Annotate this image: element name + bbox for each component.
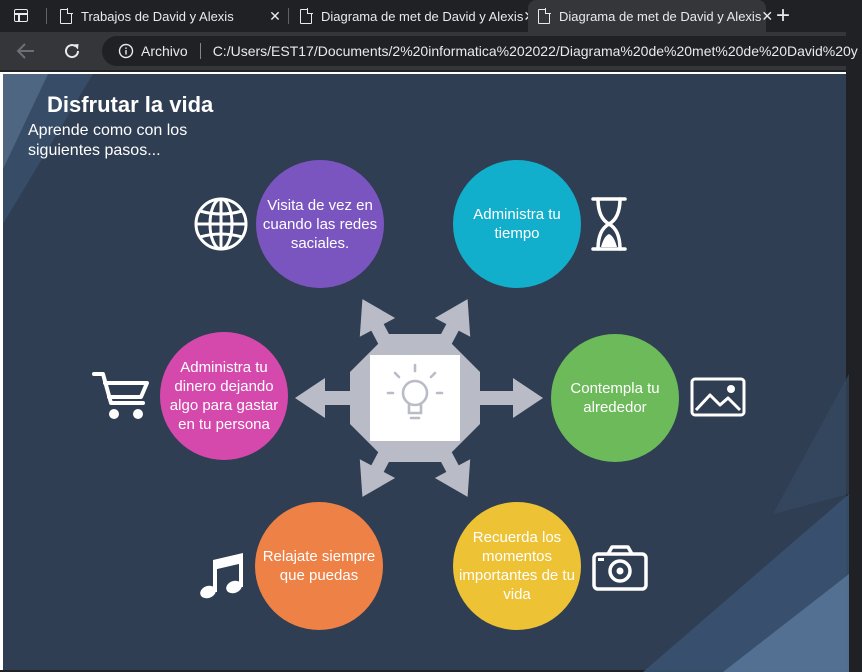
step-label: Relajate siempre que puedas bbox=[262, 548, 376, 584]
step-money: Administra tu dinero dejando algo para g… bbox=[160, 332, 288, 460]
step-visit-social: Visita de vez en cuando las redes sacial… bbox=[256, 160, 384, 288]
document-icon bbox=[300, 7, 313, 24]
image-icon bbox=[690, 377, 746, 417]
tab-bar: Trabajos de David y Alexis ✕ Diagrama de… bbox=[0, 0, 846, 32]
tab-title: Diagrama de met de David y Alexis bbox=[321, 8, 524, 24]
tab-title: Diagrama de met de David y Alexis bbox=[559, 8, 762, 24]
url-text[interactable]: C:/Users/EST17/Documents/2%20informatica… bbox=[212, 43, 858, 59]
tab-diagrama-1[interactable]: Diagrama de met de David y Alexis ✕ bbox=[290, 0, 535, 32]
omnibox-divider bbox=[199, 43, 201, 59]
step-label: Visita de vez en cuando las redes sacial… bbox=[262, 196, 378, 252]
back-arrow-icon[interactable] bbox=[16, 42, 36, 60]
shopping-cart-icon bbox=[92, 372, 149, 419]
step-remember: Recuerda los momentos importantes de tu … bbox=[453, 502, 581, 630]
slide-subtitle: Aprende como con los siguientes pasos... bbox=[28, 121, 187, 161]
subtitle-line: Aprende como con los bbox=[28, 122, 188, 139]
tab-diagrama-active[interactable]: Diagrama de met de David y Alexis ✕ bbox=[528, 0, 773, 32]
secure-label: Archivo bbox=[141, 43, 188, 59]
tab-title: Trabajos de David y Alexis bbox=[81, 8, 234, 24]
document-icon bbox=[538, 7, 551, 24]
info-icon[interactable] bbox=[118, 43, 134, 59]
tab-trabajos[interactable]: Trabajos de David y Alexis ✕ bbox=[50, 0, 286, 32]
background-decoration bbox=[3, 74, 849, 672]
step-label: Administra tu dinero dejando algo para g… bbox=[169, 359, 279, 433]
globe-icon bbox=[194, 197, 248, 251]
page-content: Disfrutar la vida Aprende como con los s… bbox=[0, 72, 849, 672]
music-note-icon bbox=[200, 553, 243, 599]
step-label: Recuerda los momentos importantes de tu … bbox=[459, 529, 575, 603]
tab-close-button[interactable]: ✕ bbox=[269, 7, 281, 24]
step-contemplate: Contempla tu alrededor bbox=[551, 334, 679, 462]
tab-actions-icon[interactable] bbox=[14, 9, 28, 22]
address-bar: Archivo C:/Users/EST17/Documents/2%20inf… bbox=[0, 32, 862, 70]
lightbulb-icon bbox=[386, 363, 444, 420]
reload-icon[interactable] bbox=[62, 41, 82, 61]
tab-separator bbox=[288, 8, 289, 24]
step-manage-time: Administra tu tiempo bbox=[453, 160, 581, 288]
camera-icon bbox=[592, 545, 648, 591]
new-tab-button[interactable]: + bbox=[775, 2, 790, 29]
tab-separator bbox=[46, 8, 47, 24]
step-relax: Relajate siempre que puedas bbox=[255, 502, 383, 630]
diagram-hub bbox=[295, 299, 543, 497]
slide-title: Disfrutar la vida bbox=[47, 92, 214, 117]
document-icon bbox=[60, 7, 73, 24]
omnibox[interactable]: Archivo C:/Users/EST17/Documents/2%20inf… bbox=[102, 36, 862, 66]
step-label: Administra tu tiempo bbox=[473, 206, 561, 242]
step-label: Contempla tu alrededor bbox=[570, 380, 660, 416]
subtitle-line: siguientes pasos... bbox=[28, 142, 161, 159]
hourglass-icon bbox=[591, 197, 627, 251]
tab-close-button[interactable]: ✕ bbox=[761, 7, 774, 24]
